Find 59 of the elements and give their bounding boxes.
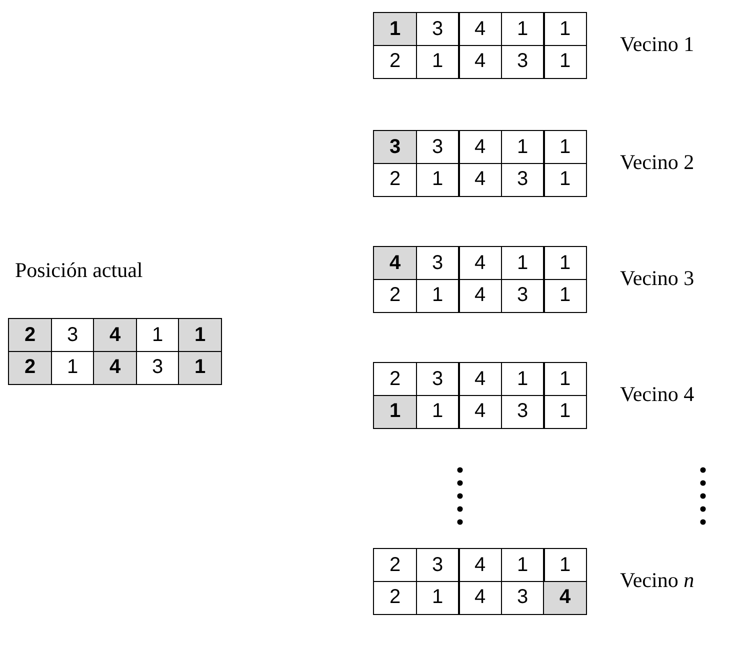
table-cell: 1 xyxy=(373,394,417,428)
table-cell: 4 xyxy=(458,130,502,164)
table-cell: 3 xyxy=(416,548,460,582)
table-cell: 4 xyxy=(458,162,502,196)
table-cell: 1 xyxy=(543,278,587,312)
table-cell: 1 xyxy=(416,394,460,428)
neighbor-label: Vecino 4 xyxy=(620,382,694,407)
table-cell: 1 xyxy=(416,278,460,312)
table-cell: 4 xyxy=(458,394,502,428)
table-cell: 1 xyxy=(178,350,222,384)
table-cell: 4 xyxy=(458,580,502,614)
table-cell: 1 xyxy=(543,162,587,196)
table-cell: 1 xyxy=(500,130,544,164)
table-cell: 4 xyxy=(458,246,502,280)
table-cell: 1 xyxy=(543,44,587,78)
table-cell: 1 xyxy=(500,12,544,46)
neighbor-label: Vecino 2 xyxy=(620,150,694,175)
table-cell: 2 xyxy=(373,580,417,614)
neighbor-label: Vecino 1 xyxy=(620,32,694,57)
table-cell: 2 xyxy=(8,350,52,384)
table-cell: 2 xyxy=(373,162,417,196)
table-cell: 1 xyxy=(500,362,544,396)
table-cell: 3 xyxy=(416,12,460,46)
neighbor-label: Vecino n xyxy=(620,568,694,593)
table-cell: 4 xyxy=(458,44,502,78)
table-cell: 4 xyxy=(543,580,587,614)
table-cell: 1 xyxy=(178,318,222,352)
table-cell: 4 xyxy=(458,278,502,312)
table-cell: 4 xyxy=(93,318,137,352)
table-cell: 3 xyxy=(373,130,417,164)
table-caption: Posición actual xyxy=(15,258,143,283)
table-cell: 3 xyxy=(500,394,544,428)
table-cell: 1 xyxy=(543,130,587,164)
table-cell: 2 xyxy=(373,278,417,312)
table-cell: 2 xyxy=(373,548,417,582)
table-cell: 1 xyxy=(500,246,544,280)
neighbor-label: Vecino 3 xyxy=(620,266,694,291)
table-cell: 3 xyxy=(416,130,460,164)
table-cell: 1 xyxy=(543,362,587,396)
table-cell: 3 xyxy=(500,162,544,196)
table-cell: 2 xyxy=(8,318,52,352)
table-cell: 4 xyxy=(373,246,417,280)
table-cell: 4 xyxy=(458,362,502,396)
table-cell: 4 xyxy=(458,12,502,46)
table-cell: 2 xyxy=(373,44,417,78)
table-cell: 3 xyxy=(416,362,460,396)
table-cell: 1 xyxy=(416,162,460,196)
table-cell: 1 xyxy=(416,44,460,78)
table-cell: 1 xyxy=(500,548,544,582)
table-cell: 1 xyxy=(543,394,587,428)
table-cell: 1 xyxy=(416,580,460,614)
table-cell: 3 xyxy=(416,246,460,280)
table-cell: 4 xyxy=(458,548,502,582)
table-cell: 1 xyxy=(373,12,417,46)
table-cell: 4 xyxy=(93,350,137,384)
table-cell: 1 xyxy=(543,12,587,46)
table-cell: 1 xyxy=(543,246,587,280)
table-cell: 3 xyxy=(500,44,544,78)
table-cell: 3 xyxy=(500,278,544,312)
